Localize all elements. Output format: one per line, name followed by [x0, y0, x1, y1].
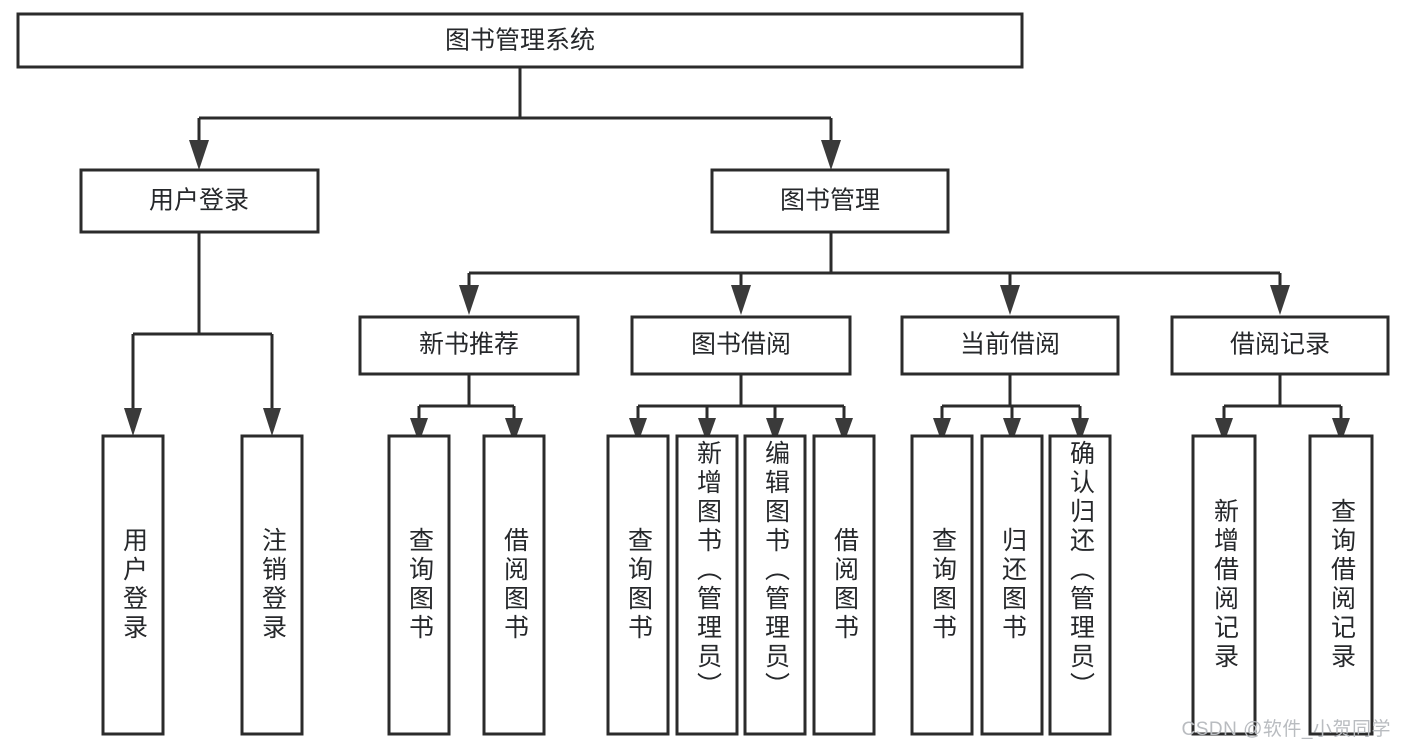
node-leaf-borrow-book-1[interactable]: [482, 434, 546, 736]
node-leaf-confirm-return-admin[interactable]: [1048, 434, 1112, 736]
arrowhead-book-borrow: [731, 285, 751, 315]
arrowhead-group: [124, 140, 1350, 443]
arrowhead-leaf-query-book-2: [629, 418, 647, 443]
arrowhead-user-login: [189, 140, 209, 170]
node-leaf-add-book-admin[interactable]: [675, 434, 739, 736]
node-leaf-edit-book-admin[interactable]: [743, 434, 807, 736]
arrowhead-leaf-edit-book-admin: [766, 418, 784, 443]
node-current-borrow-label: 当前借阅: [960, 331, 1060, 359]
connector-group: [131, 67, 1343, 418]
node-leaf-return-book[interactable]: [980, 434, 1044, 736]
arrowhead-current-borrow: [1000, 285, 1020, 315]
arrowhead-leaf-add-book-admin: [698, 418, 716, 443]
node-book-borrow[interactable]: [630, 315, 852, 376]
node-leaf-borrow-book-2[interactable]: [812, 434, 876, 736]
node-group: 图书管理系统 用户登录 图书管理 新书推荐 图书借阅 当前借阅 借阅记录: [16, 12, 1390, 736]
arrowhead-leaf-query-book-3: [933, 418, 951, 443]
arrowhead-leaf-query-borrow-record: [1332, 418, 1350, 443]
arrowhead-leaf-query-book-1: [410, 418, 428, 443]
arrowhead-leaf-confirm-return-admin: [1071, 418, 1089, 443]
arrowhead-leaf-borrow-book-2: [835, 418, 853, 443]
node-user-login-label: 用户登录: [149, 187, 249, 215]
node-borrow-record[interactable]: [1170, 315, 1390, 376]
node-leaf-user-login[interactable]: [101, 434, 165, 736]
arrowhead-leaf-user-login: [124, 408, 142, 436]
arrowhead-book-management: [821, 140, 841, 170]
arrowhead-leaf-logout-login: [263, 408, 281, 436]
node-new-book-recommend[interactable]: [358, 315, 580, 376]
arrowhead-leaf-add-borrow-record: [1215, 418, 1233, 443]
node-leaf-query-book-1[interactable]: [387, 434, 451, 736]
node-new-book-recommend-label: 新书推荐: [419, 331, 519, 359]
arrowhead-leaf-return-book: [1003, 418, 1021, 443]
node-leaf-query-book-2[interactable]: [606, 434, 670, 736]
node-leaf-query-borrow-record[interactable]: [1308, 434, 1374, 736]
node-root-system[interactable]: [16, 12, 1024, 69]
node-leaf-logout-login[interactable]: [240, 434, 304, 736]
node-borrow-record-label: 借阅记录: [1230, 331, 1330, 359]
node-current-borrow[interactable]: [900, 315, 1120, 376]
arrowhead-new-book-recommend: [459, 285, 479, 315]
node-root-system-label: 图书管理系统: [445, 27, 595, 55]
arrowhead-leaf-borrow-book-1: [505, 418, 523, 443]
arrowhead-borrow-record: [1270, 285, 1290, 315]
node-book-management[interactable]: [710, 168, 950, 234]
node-book-borrow-label: 图书借阅: [691, 331, 791, 359]
node-leaf-query-book-3[interactable]: [910, 434, 974, 736]
node-user-login[interactable]: [79, 168, 320, 234]
node-book-management-label: 图书管理: [780, 187, 880, 215]
node-leaf-add-borrow-record[interactable]: [1191, 434, 1257, 736]
